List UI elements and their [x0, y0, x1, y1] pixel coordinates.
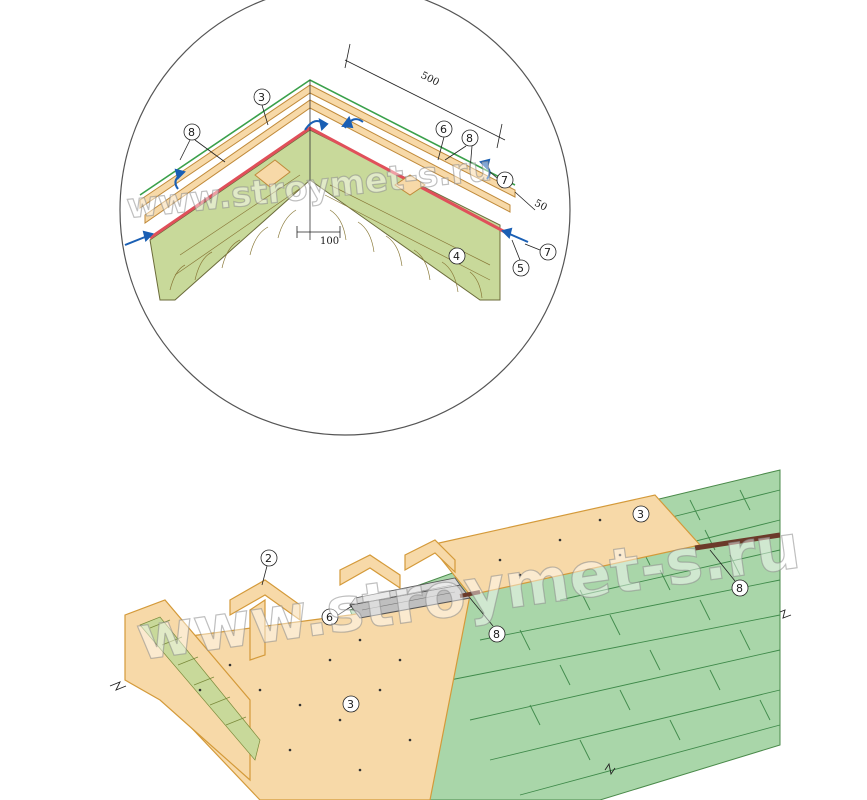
ridge-detail-callout: 500 50 100 3 8 6 8 7 7 4 5 www.stroymet-… [119, 0, 571, 436]
isometric-roof-view: 2 3 6 8 3 8 www.stroymet-s.ru [109, 469, 805, 800]
dimension-label-50: 50 [532, 198, 548, 214]
eave-edge-mesh [139, 616, 261, 761]
dimension-lines [296, 43, 536, 238]
ridge-aerator [349, 577, 471, 619]
callout-7: 7 [544, 246, 551, 259]
callout-8: 8 [188, 126, 195, 139]
callout-7: 7 [501, 174, 508, 187]
isometric-callouts [260, 505, 749, 713]
detail-callouts [179, 88, 557, 277]
ridge-trusses [124, 539, 456, 782]
callout-6: 6 [440, 123, 447, 136]
callout-3: 3 [347, 698, 354, 711]
callout-5: 5 [517, 262, 524, 275]
callout-8: 8 [493, 628, 500, 641]
callout-3: 3 [637, 508, 644, 521]
shingle-course-lines [449, 489, 781, 796]
callout-4: 4 [453, 250, 460, 263]
detail-circle [119, 0, 571, 436]
shingle-roofing [349, 469, 781, 800]
sealing-strip-left [459, 590, 481, 598]
airflow-arrows [124, 115, 529, 246]
callout-6: 6 [326, 611, 333, 624]
callout-8: 8 [736, 582, 743, 595]
section-break-marks [109, 609, 792, 776]
callout-8: 8 [466, 132, 473, 145]
callout-3: 3 [258, 91, 265, 104]
callout-2: 2 [265, 552, 272, 565]
fastener-dots [198, 518, 622, 772]
dimension-label-100: 100 [320, 236, 339, 247]
sealing-strip-right [694, 532, 781, 551]
